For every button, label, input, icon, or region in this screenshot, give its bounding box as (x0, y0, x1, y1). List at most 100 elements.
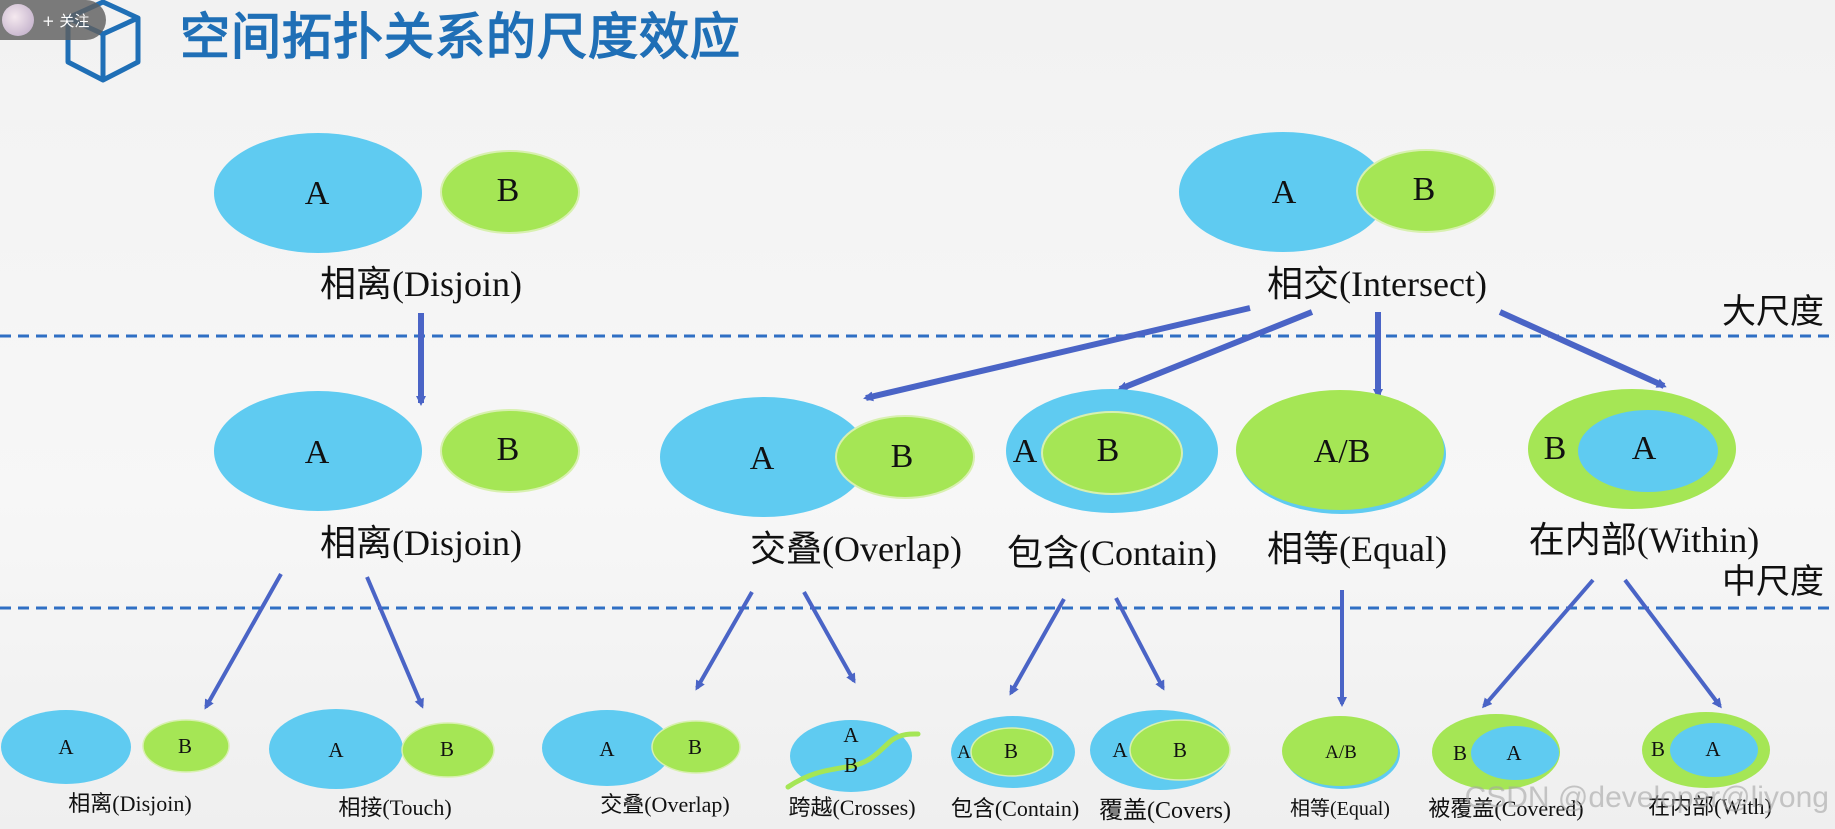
shape-a-label: A (1112, 738, 1128, 762)
shape-b-label: B (440, 737, 454, 761)
shape-b-label: B (1173, 738, 1187, 762)
shape-b (1282, 716, 1398, 786)
shape-b-label: B (497, 431, 520, 468)
shape-a-label: A (1506, 741, 1522, 765)
shape-a (1, 710, 131, 784)
medium-disjoin-label: 相离(Disjoin) (320, 523, 522, 563)
arrow (1498, 309, 1667, 389)
shape-a (1471, 726, 1559, 780)
arrow (1482, 578, 1595, 709)
small-covers-label: 覆盖(Covers) (1099, 797, 1231, 824)
shape-a (542, 710, 672, 786)
shape-b (440, 409, 580, 493)
arrow (1623, 578, 1722, 709)
shape-ab-label: A/B (1314, 433, 1371, 470)
arrow (863, 305, 1251, 402)
shape-b (835, 415, 975, 499)
shape-ab-label: A/B (1325, 742, 1357, 763)
shape-b-label: B (1097, 432, 1120, 469)
shape-a (660, 397, 868, 517)
medium-equal-figure: A/B (1236, 390, 1446, 514)
shape-b (1356, 149, 1496, 233)
follow-label: + 关注 (42, 11, 90, 30)
shape-a-label: A (843, 723, 859, 747)
shape-a-label: A (1013, 433, 1038, 470)
shape-b (1129, 719, 1231, 781)
arrow (204, 573, 283, 710)
shape-a (1578, 410, 1718, 492)
shape-b-label: B (1651, 737, 1665, 761)
shape-a-label: A (599, 737, 615, 761)
shape-b-label: B (1004, 739, 1018, 763)
shape-b-label: B (178, 734, 192, 758)
arrow (695, 591, 754, 691)
shape-b-label: B (688, 735, 702, 759)
shape-b (1236, 390, 1444, 510)
small-disjoin-figure: A B (1, 710, 230, 784)
shape-b (440, 150, 580, 234)
large-disjoin-label: 相离(Disjoin) (320, 264, 522, 304)
shape-a-label: A (957, 742, 971, 763)
shape-a-label: A (1705, 737, 1721, 761)
medium-to-small-arrows (204, 573, 1722, 710)
small-touch-label: 相接(Touch) (338, 795, 451, 820)
shape-a-label: A (1632, 430, 1657, 467)
medium-equal-label: 相等(Equal) (1267, 529, 1447, 569)
small-contain-figure: A B (951, 716, 1075, 788)
medium-overlap-figure: A B (660, 397, 975, 517)
small-contain-label: 包含(Contain) (951, 796, 1079, 821)
small-covers-figure: A B (1090, 710, 1231, 790)
shape-a-label: A (1272, 174, 1297, 211)
shape-a (1670, 723, 1758, 777)
small-covered-label: 被覆盖(Covered) (1428, 796, 1583, 821)
watermark: CSDN @developer@liyong (1464, 781, 1829, 814)
shape-a (214, 391, 422, 511)
medium-within-figure: B A (1528, 389, 1736, 509)
medium-contain-figure: A B (1006, 389, 1218, 513)
shape-b-label: B (1544, 430, 1567, 467)
shape-a-label: A (305, 175, 330, 212)
shape-a-label: A (305, 434, 330, 471)
large-scale-label: 大尺度 (1722, 292, 1824, 332)
shape-b-label: B (1413, 171, 1436, 208)
shape-a-label: A (58, 735, 74, 759)
arrow (802, 591, 856, 684)
shape-b (142, 719, 230, 773)
shape-b-label: B (844, 753, 858, 777)
small-within-label: 在内部(With) (1648, 794, 1772, 819)
avatar (2, 4, 34, 36)
arrow (1114, 597, 1165, 691)
shape-a (1179, 132, 1387, 252)
shape-b-label: B (891, 438, 914, 475)
crossing-line (785, 731, 921, 790)
small-disjoin-label: 相离(Disjoin) (68, 791, 191, 816)
arrow (1117, 309, 1314, 392)
large-intersect-figure: A B (1179, 132, 1496, 252)
small-equal-figure: A/B (1282, 716, 1400, 789)
medium-scale-label: 中尺度 (1722, 562, 1824, 602)
medium-overlap-label: 交叠(Overlap) (750, 529, 962, 569)
follow-button[interactable]: + 关注 (0, 0, 106, 40)
large-intersect-label: 相交(Intersect) (1267, 264, 1487, 304)
small-within-figure: B A (1642, 712, 1770, 788)
shape-b (651, 720, 741, 774)
shape-a (269, 709, 403, 789)
small-overlap-label: 交叠(Overlap) (600, 792, 730, 817)
shape-a-label: A (750, 440, 775, 477)
shape-b-label: B (497, 172, 520, 209)
arrow (1009, 598, 1066, 696)
shape-a (214, 133, 422, 253)
small-covered-figure: B A (1432, 714, 1560, 790)
large-to-medium-arrows (416, 305, 1667, 406)
shape-b (970, 727, 1054, 777)
shape-b (401, 722, 495, 778)
small-touch-figure: A B (269, 709, 495, 789)
small-overlap-figure: A B (542, 710, 741, 786)
shape-b-label: B (1453, 741, 1467, 765)
shape-a-label: A (328, 738, 344, 762)
large-disjoin-figure: A B (214, 133, 580, 253)
page-title: 空间拓扑关系的尺度效应 (180, 8, 741, 66)
small-crosses-label: 跨越(Crosses) (788, 795, 915, 820)
medium-disjoin-figure: A B (214, 391, 580, 511)
